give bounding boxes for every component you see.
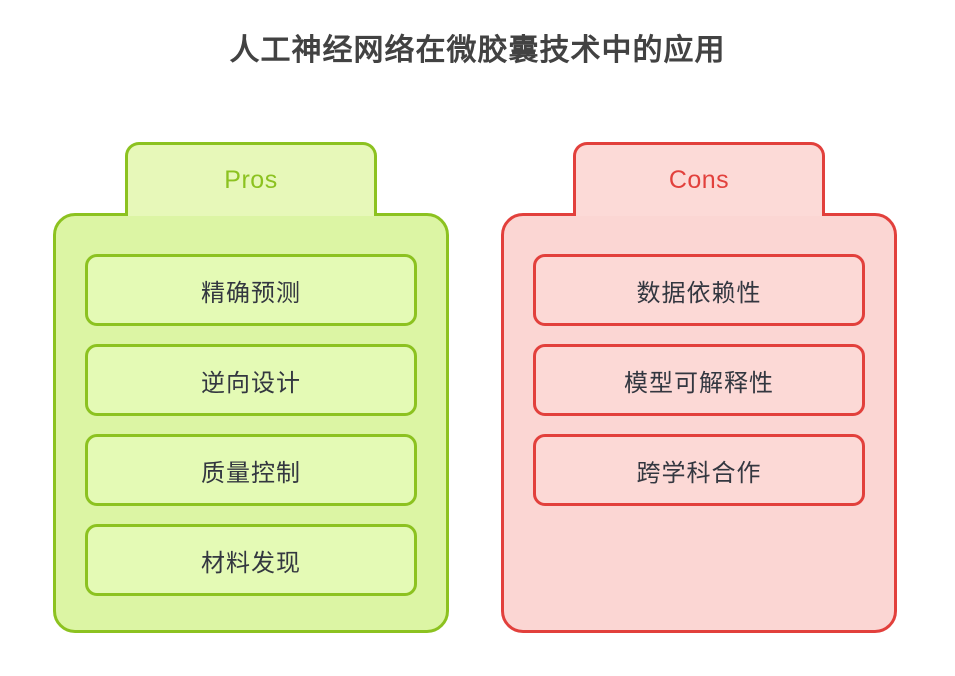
list-item-label: 跨学科合作: [636, 459, 762, 487]
cons-header-label: Cons: [668, 166, 730, 194]
list-item[interactable]: 质量控制: [85, 434, 417, 506]
pros-header-label: Pros: [224, 166, 278, 194]
list-item[interactable]: 数据依赖性: [533, 254, 865, 326]
pros-header-tab: Pros: [125, 142, 377, 216]
list-item[interactable]: 精确预测: [85, 254, 417, 326]
list-item-label: 逆向设计: [201, 369, 301, 397]
list-item-label: 材料发现: [201, 549, 301, 577]
cons-header-tab: Cons: [573, 142, 825, 216]
cons-column: Cons 数据依赖性 模型可解释性 跨学科合作: [501, 142, 897, 634]
list-item-label: 数据依赖性: [636, 279, 762, 307]
list-item-label: 精确预测: [201, 279, 301, 307]
pros-item-list: 精确预测 逆向设计 质量控制 材料发现: [85, 254, 417, 596]
list-item-label: 模型可解释性: [624, 369, 774, 397]
pros-column: Pros 精确预测 逆向设计 质量控制 材料发现: [53, 142, 449, 634]
list-item[interactable]: 跨学科合作: [533, 434, 865, 506]
list-item-label: 质量控制: [201, 459, 301, 487]
pros-cons-columns: Pros 精确预测 逆向设计 质量控制 材料发现 Cons 数据依赖性: [0, 142, 955, 642]
page-title: 人工神经网络在微胶囊技术中的应用: [229, 34, 726, 67]
list-item[interactable]: 逆向设计: [85, 344, 417, 416]
list-item[interactable]: 模型可解释性: [533, 344, 865, 416]
cons-item-list: 数据依赖性 模型可解释性 跨学科合作: [533, 254, 865, 506]
list-item[interactable]: 材料发现: [85, 524, 417, 596]
